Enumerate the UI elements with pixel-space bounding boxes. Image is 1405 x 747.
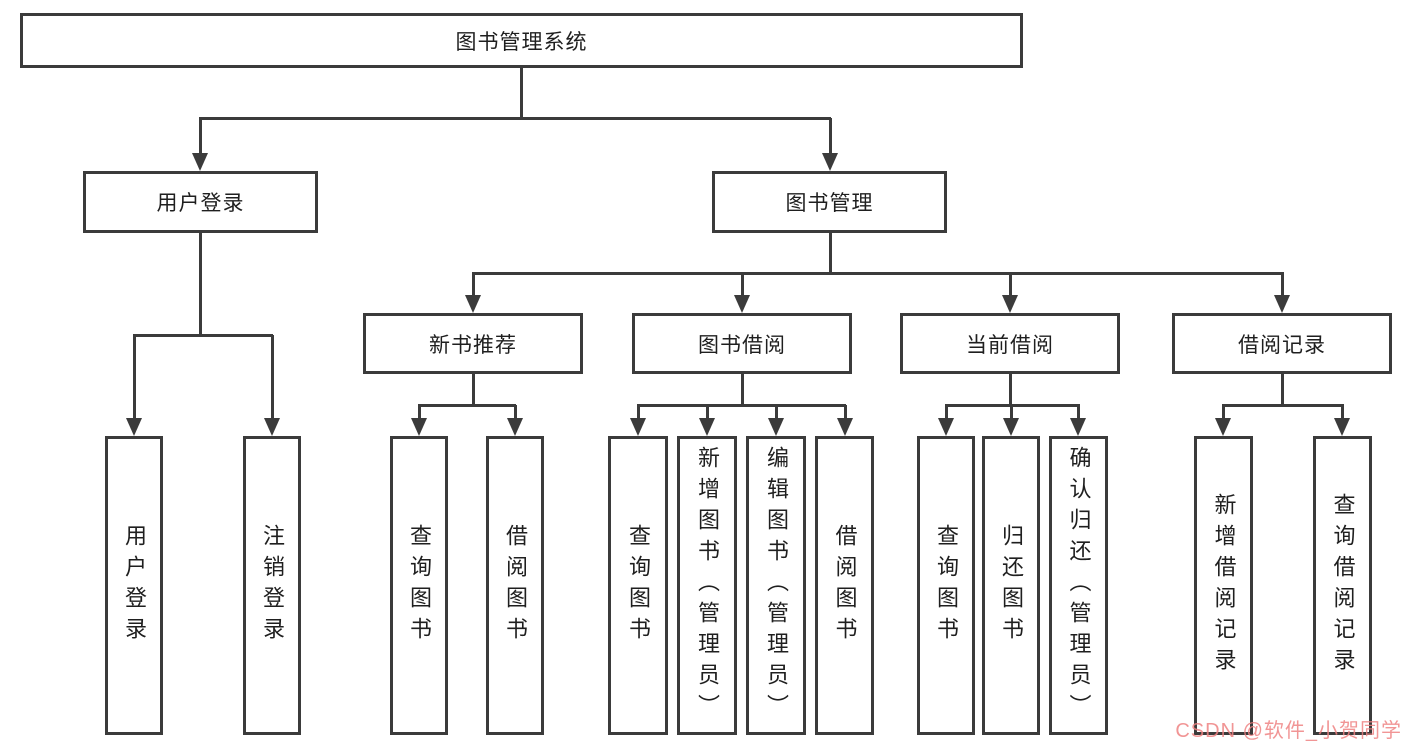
node-new-book-recommend-label: 新书推荐	[429, 333, 517, 357]
node-leaf-user-login-label: 用户登录	[122, 523, 147, 648]
node-leaf-add-book-admin-label: 新增图书（管理员）	[695, 446, 720, 725]
node-current-borrow-label: 当前借阅	[966, 333, 1054, 357]
connector-arrowhead	[1215, 418, 1231, 436]
connector-line	[472, 272, 1284, 275]
connector-line	[844, 405, 847, 418]
connector-line	[829, 233, 832, 273]
connector-line	[514, 405, 517, 418]
connector-line	[1281, 273, 1284, 295]
connector-line	[1077, 405, 1080, 418]
connector-line	[1222, 404, 1344, 407]
node-leaf-return-books-label: 归还图书	[999, 523, 1024, 648]
node-leaf-query-books-2-label: 查询图书	[626, 523, 651, 648]
connector-line	[133, 334, 273, 337]
node-book-borrow: 图书借阅	[632, 313, 852, 374]
connector-line	[271, 335, 274, 418]
node-leaf-edit-book-admin-label: 编辑图书（管理员）	[764, 446, 789, 725]
node-leaf-query-books-1: 查询图书	[390, 436, 448, 735]
node-leaf-user-login: 用户登录	[105, 436, 163, 735]
node-book-management-label: 图书管理	[785, 192, 874, 215]
connector-line	[1222, 405, 1225, 418]
connector-arrowhead	[734, 295, 750, 313]
connector-line	[418, 404, 516, 407]
watermark: CSDN @软件_小贺同学	[1175, 720, 1402, 742]
connector-line	[637, 404, 846, 407]
connector-arrowhead	[837, 418, 853, 436]
connector-line	[1010, 405, 1013, 418]
connector-arrowhead	[1274, 295, 1290, 313]
node-root: 图书管理系统	[20, 13, 1023, 68]
connector-arrowhead	[768, 418, 784, 436]
node-leaf-confirm-return-admin: 确认归还（管理员）	[1049, 436, 1108, 735]
node-leaf-add-book-admin: 新增图书（管理员）	[677, 436, 737, 735]
connector-line	[741, 374, 744, 405]
connector-line	[1341, 405, 1344, 418]
node-leaf-borrow-books-1-label: 借阅图书	[503, 523, 528, 648]
connector-line	[418, 405, 421, 418]
connector-line	[829, 118, 832, 153]
node-borrow-records: 借阅记录	[1172, 313, 1392, 374]
connector-line	[637, 405, 640, 418]
node-leaf-query-borrow-record: 查询借阅记录	[1313, 436, 1372, 735]
connector-line	[741, 273, 744, 295]
connector-arrowhead	[822, 153, 838, 171]
node-user-login-label: 用户登录	[156, 192, 245, 215]
connector-arrowhead	[630, 418, 646, 436]
connector-line	[775, 405, 778, 418]
connector-line	[472, 374, 475, 405]
connector-arrowhead	[1003, 418, 1019, 436]
node-leaf-return-books: 归还图书	[982, 436, 1040, 735]
connector-arrowhead	[264, 418, 280, 436]
node-book-management: 图书管理	[712, 171, 947, 233]
connector-line	[1009, 374, 1012, 405]
node-borrow-records-label: 借阅记录	[1238, 333, 1326, 357]
node-new-book-recommend: 新书推荐	[363, 313, 583, 374]
connector-line	[1009, 273, 1012, 295]
node-leaf-query-borrow-record-label: 查询借阅记录	[1330, 492, 1356, 679]
node-leaf-borrow-books-2: 借阅图书	[815, 436, 874, 735]
node-user-login: 用户登录	[83, 171, 318, 233]
node-current-borrow: 当前借阅	[900, 313, 1120, 374]
connector-arrowhead	[1070, 418, 1086, 436]
connector-line	[472, 273, 475, 295]
node-leaf-logout: 注销登录	[243, 436, 301, 735]
connector-arrowhead	[411, 418, 427, 436]
connector-arrowhead	[126, 418, 142, 436]
connector-line	[199, 117, 831, 120]
connector-line	[199, 233, 202, 335]
node-leaf-add-borrow-record: 新增借阅记录	[1194, 436, 1253, 735]
connector-arrowhead	[1334, 418, 1350, 436]
connector-line	[133, 335, 136, 418]
connector-arrowhead	[465, 295, 481, 313]
connector-arrowhead	[1002, 295, 1018, 313]
connector-line	[1281, 374, 1284, 405]
connector-line	[945, 405, 948, 418]
connector-arrowhead	[507, 418, 523, 436]
node-leaf-query-books-2: 查询图书	[608, 436, 668, 735]
node-leaf-query-books-3: 查询图书	[917, 436, 975, 735]
node-book-borrow-label: 图书借阅	[698, 333, 786, 357]
node-leaf-query-books-3-label: 查询图书	[934, 523, 959, 648]
node-leaf-borrow-books-1: 借阅图书	[486, 436, 544, 735]
connector-arrowhead	[699, 418, 715, 436]
connector-arrowhead	[938, 418, 954, 436]
node-root-label: 图书管理系统	[455, 30, 588, 54]
node-leaf-logout-label: 注销登录	[260, 523, 285, 648]
connector-line	[706, 405, 709, 418]
node-leaf-query-books-1-label: 查询图书	[407, 523, 432, 648]
connector-arrowhead	[192, 153, 208, 171]
node-leaf-add-borrow-record-label: 新增借阅记录	[1211, 492, 1237, 679]
connector-line	[520, 67, 523, 118]
node-leaf-confirm-return-admin-label: 确认归还（管理员）	[1066, 446, 1092, 725]
connector-line	[199, 118, 202, 153]
node-leaf-edit-book-admin: 编辑图书（管理员）	[746, 436, 806, 735]
node-leaf-borrow-books-2-label: 借阅图书	[832, 523, 858, 648]
